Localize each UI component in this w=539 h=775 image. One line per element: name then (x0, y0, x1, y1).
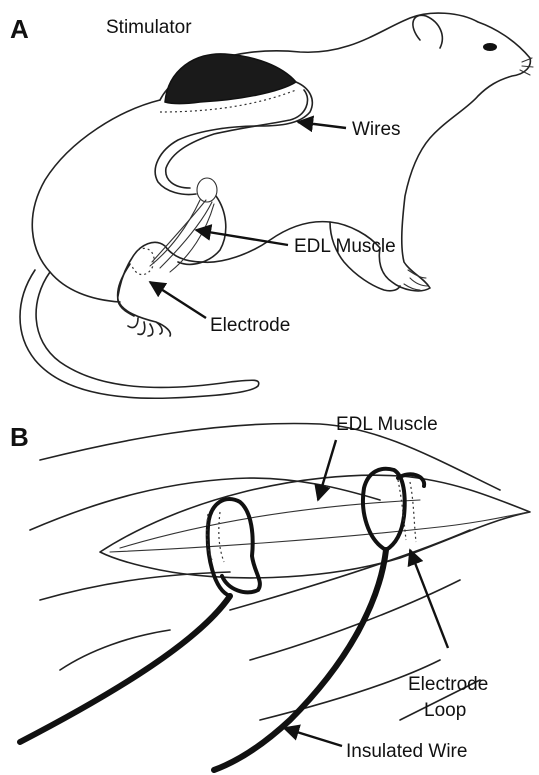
electrode-loop-left (20, 499, 260, 742)
label-electrode-loop-line2: Loop (424, 700, 466, 721)
rat-hindquarters (32, 100, 160, 302)
panel-b-letter: B (10, 422, 29, 452)
panel-a-letter: A (10, 14, 29, 44)
wire-knot (197, 178, 217, 202)
arrow-electrode-loop (410, 550, 448, 648)
label-wires: Wires (352, 119, 401, 140)
label-edl-muscle-b: EDL Muscle (336, 414, 438, 435)
label-stimulator: Stimulator (106, 17, 192, 38)
label-electrode-loop-line1: Electrode (408, 674, 488, 695)
label-insulated-wire: Insulated Wire (346, 741, 467, 762)
rat-hind-foot (118, 264, 171, 336)
electrode-loop-right (214, 469, 424, 770)
label-edl-muscle-a: EDL Muscle (294, 236, 396, 257)
panel-a: A (10, 13, 533, 398)
label-electrode: Electrode (210, 315, 290, 336)
panel-b: B (10, 414, 530, 770)
rat-eye (483, 43, 497, 51)
arrow-wires (298, 122, 346, 128)
rat-front-paw (404, 270, 428, 290)
arrow-insulated-wire (284, 728, 342, 746)
edl-muscle-body (100, 475, 530, 578)
wire-to-electrode (152, 200, 212, 268)
arrow-electrode (150, 282, 206, 318)
rat-ear (413, 15, 442, 48)
stimulator-device (165, 54, 296, 104)
wire-lead-inner (166, 90, 308, 188)
arrow-edl-muscle-b (318, 440, 336, 500)
